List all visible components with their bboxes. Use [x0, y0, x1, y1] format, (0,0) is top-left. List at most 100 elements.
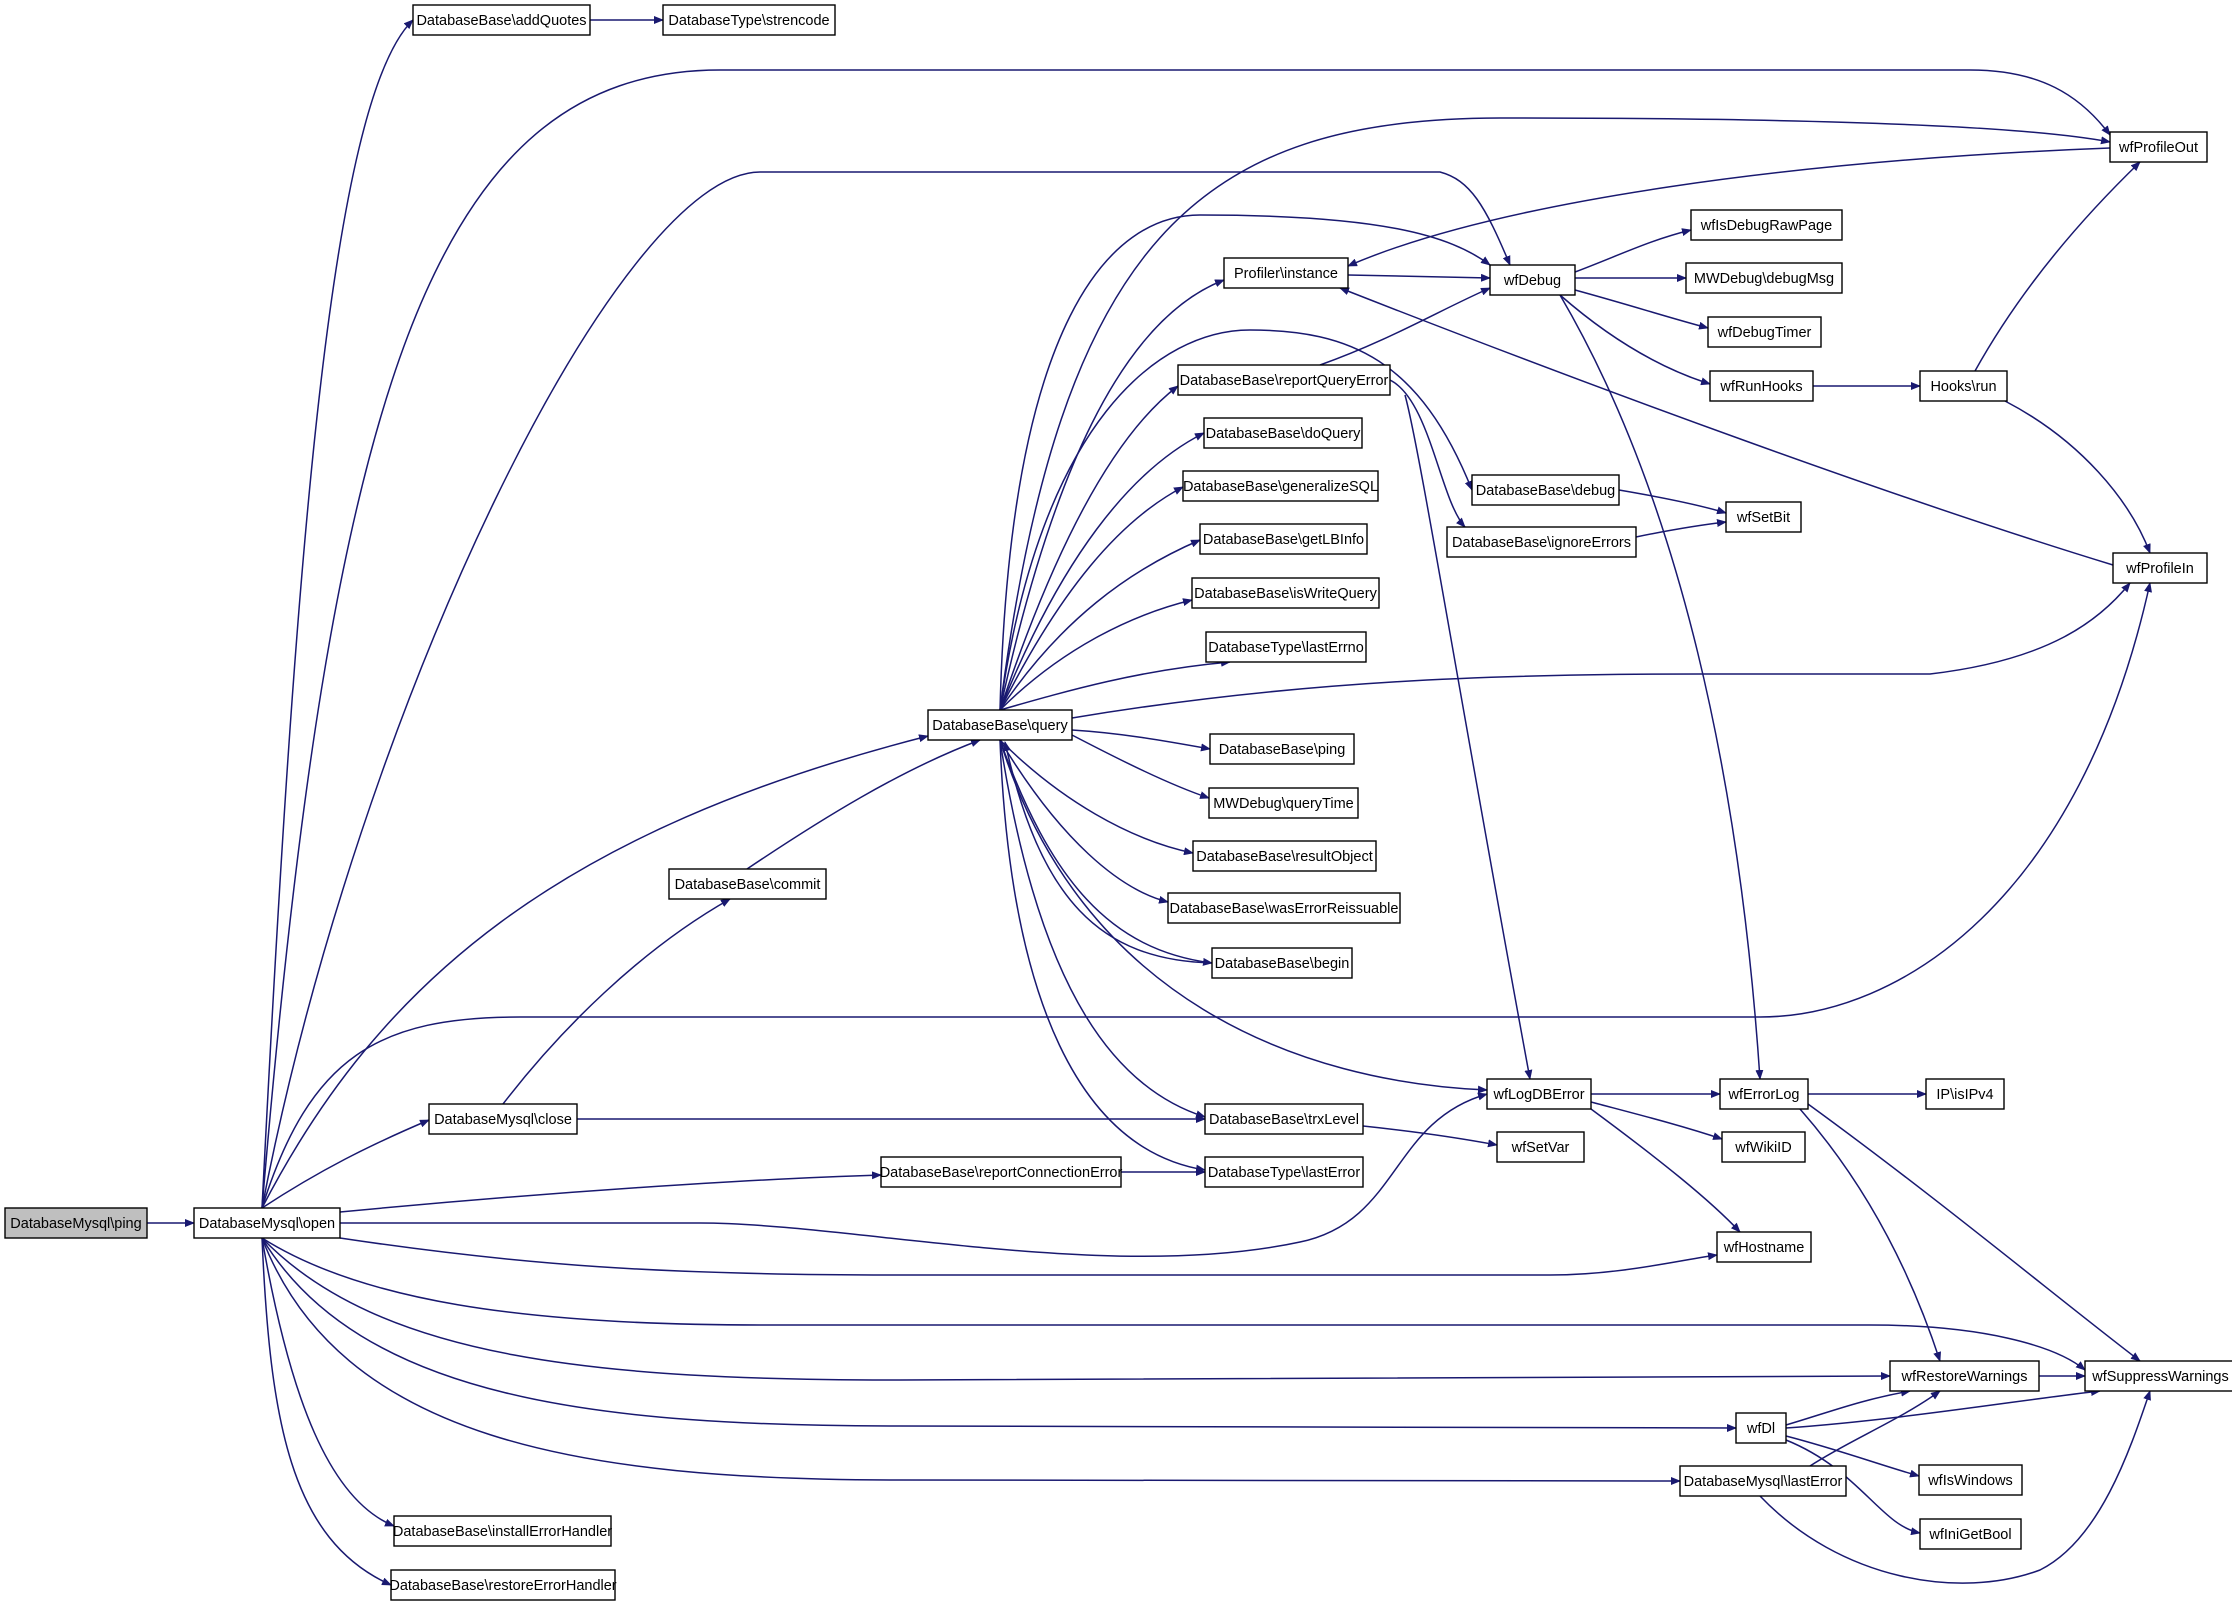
node-trxLevel[interactable]: DatabaseBase\trxLevel — [1204, 1103, 1364, 1135]
node-box — [1211, 947, 1353, 979]
node-wfDebugTimer[interactable]: wfDebugTimer — [1707, 316, 1822, 348]
node-label: MWDebug\debugMsg — [1694, 271, 1834, 287]
node-queryTime[interactable]: MWDebug\queryTime — [1208, 787, 1359, 819]
node-box — [1690, 209, 1843, 241]
edge-close-to-commit — [502, 898, 731, 1105]
edge-query-to-lastErrno — [999, 658, 1231, 711]
node-addQuotes[interactable]: DatabaseBase\addQuotes — [412, 4, 591, 36]
node-label: wfLogDBError — [1492, 1087, 1584, 1103]
node-label: DatabaseType\lastErrno — [1208, 640, 1364, 656]
node-hooksRun[interactable]: Hooks\run — [1919, 370, 2008, 402]
node-wfLogDBError[interactable]: wfLogDBError — [1486, 1078, 1592, 1110]
node-box — [1204, 1156, 1364, 1188]
node-wfHostname[interactable]: wfHostname — [1716, 1231, 1812, 1263]
node-label: DatabaseBase\debug — [1476, 483, 1615, 499]
node-getLBInfo[interactable]: DatabaseBase\getLBInfo — [1199, 523, 1368, 555]
node-wfProfileOut[interactable]: wfProfileOut — [2109, 131, 2208, 163]
edge-mysqlLastError-to-wfSuppressWarnings — [1759, 1390, 2151, 1584]
node-wfSetVar[interactable]: wfSetVar — [1496, 1131, 1585, 1163]
node-label: wfSetVar — [1511, 1140, 1570, 1156]
node-label: Hooks\run — [1930, 379, 1996, 395]
node-wfWikiID[interactable]: wfWikiID — [1721, 1131, 1806, 1163]
node-open[interactable]: DatabaseMysql\open — [193, 1207, 341, 1239]
edge-open-to-query — [261, 734, 929, 1209]
edge-query-to-dbDebug — [999, 329, 1473, 711]
node-label: DatabaseType\lastError — [1208, 1165, 1360, 1181]
edge-wfDebug-to-wfErrorLog — [1559, 294, 1764, 1080]
node-strencode[interactable]: DatabaseType\strencode — [662, 4, 836, 36]
edge-wfProfileIn-to-profiler — [1339, 287, 2114, 566]
node-dbPing[interactable]: DatabaseBase\ping — [1209, 733, 1355, 765]
node-label: DatabaseBase\wasErrorReissuable — [1170, 901, 1399, 917]
edge-layer — [147, 16, 2152, 1586]
node-label: DatabaseMysql\open — [199, 1216, 335, 1232]
node-label: DatabaseBase\reportConnectionError — [880, 1165, 1123, 1181]
node-wfIniGetBool[interactable]: wfIniGetBool — [1919, 1518, 2022, 1550]
node-box — [1707, 316, 1822, 348]
node-label: DatabaseBase\ignoreErrors — [1452, 535, 1631, 551]
node-label: wfWikiID — [1734, 1140, 1791, 1156]
node-query[interactable]: DatabaseBase\query — [927, 709, 1073, 741]
node-reportConnectionError[interactable]: DatabaseBase\reportConnectionError — [880, 1156, 1123, 1188]
node-wfIsWindows[interactable]: wfIsWindows — [1918, 1464, 2023, 1496]
node-debugMsg[interactable]: MWDebug\debugMsg — [1685, 262, 1843, 294]
node-restoreErrorHandler[interactable]: DatabaseBase\restoreErrorHandler — [389, 1569, 617, 1601]
node-lastErrno[interactable]: DatabaseType\lastErrno — [1205, 631, 1367, 663]
node-label: DatabaseBase\reportQueryError — [1180, 373, 1389, 389]
node-box — [1471, 474, 1620, 506]
node-begin[interactable]: DatabaseBase\begin — [1211, 947, 1353, 979]
node-ping[interactable]: DatabaseMysql\ping — [4, 1207, 148, 1239]
node-commit[interactable]: DatabaseBase\commit — [668, 868, 827, 900]
node-isWriteQuery[interactable]: DatabaseBase\isWriteQuery — [1191, 577, 1380, 609]
node-isIPv4[interactable]: IP\isIPv4 — [1925, 1078, 2005, 1110]
node-profiler[interactable]: Profiler\instance — [1223, 257, 1349, 289]
node-label: wfDebugTimer — [1717, 325, 1812, 341]
node-dbDebug[interactable]: DatabaseBase\debug — [1471, 474, 1620, 506]
edge-query-to-queryTime — [1071, 734, 1210, 799]
edge-query-to-resultObject — [999, 739, 1194, 856]
edge-wfProfileOut-to-profiler — [1347, 147, 2111, 267]
node-box — [428, 1103, 578, 1135]
edge-query-to-trxLevel — [999, 739, 1206, 1119]
node-wasErrorReissuable[interactable]: DatabaseBase\wasErrorReissuable — [1167, 892, 1401, 924]
node-resultObject[interactable]: DatabaseBase\resultObject — [1192, 840, 1377, 872]
node-doQuery[interactable]: DatabaseBase\doQuery — [1203, 417, 1363, 449]
node-wfProfileIn[interactable]: wfProfileIn — [2112, 552, 2208, 584]
node-lastError[interactable]: DatabaseType\lastError — [1204, 1156, 1364, 1188]
edge-mysqlLastError-to-wfRestoreWarnings — [1809, 1390, 1941, 1467]
node-wfDl[interactable]: wfDl — [1735, 1412, 1787, 1444]
node-box — [1709, 370, 1814, 402]
node-box — [1199, 523, 1368, 555]
node-wfSuppressWarnings[interactable]: wfSuppressWarnings — [2084, 1360, 2232, 1392]
node-ignoreErrors[interactable]: DatabaseBase\ignoreErrors — [1446, 526, 1637, 558]
node-label: DatabaseBase\addQuotes — [416, 13, 586, 29]
node-wfIsDebugRawPage[interactable]: wfIsDebugRawPage — [1690, 209, 1843, 241]
node-wfSetBit[interactable]: wfSetBit — [1725, 501, 1802, 533]
node-box — [1725, 501, 1802, 533]
node-wfErrorLog[interactable]: wfErrorLog — [1719, 1078, 1809, 1110]
edge-open-to-wfSuppressWarnings — [261, 1237, 2086, 1371]
node-box — [1489, 264, 1576, 296]
edge-begin-to-query — [1003, 741, 1213, 964]
node-label: DatabaseBase\installErrorHandler — [393, 1524, 612, 1540]
edge-wfDl-to-wfSuppressWarnings — [1785, 1388, 2101, 1429]
edge-open-to-addQuotes — [261, 19, 414, 1209]
node-close[interactable]: DatabaseMysql\close — [428, 1103, 578, 1135]
node-mysqlLastError[interactable]: DatabaseMysql\lastError — [1679, 1465, 1847, 1497]
node-box — [668, 868, 827, 900]
node-reportQueryError[interactable]: DatabaseBase\reportQueryError — [1177, 364, 1391, 396]
edge-open-to-mysqlLastError — [261, 1237, 1681, 1485]
node-box — [1191, 577, 1380, 609]
node-wfRestoreWarnings[interactable]: wfRestoreWarnings — [1889, 1360, 2040, 1392]
node-wfDebug[interactable]: wfDebug — [1489, 264, 1576, 296]
node-box — [412, 4, 591, 36]
node-generalizeSQL[interactable]: DatabaseBase\generalizeSQL — [1182, 470, 1379, 502]
node-wfRunHooks[interactable]: wfRunHooks — [1709, 370, 1814, 402]
node-box — [1446, 526, 1637, 558]
edge-query-to-profiler — [999, 279, 1225, 711]
edge-wfLogDBError-to-wfWikiID — [1590, 1101, 1723, 1140]
node-installErrorHandler[interactable]: DatabaseBase\installErrorHandler — [393, 1515, 612, 1547]
node-label: DatabaseBase\restoreErrorHandler — [389, 1578, 616, 1594]
node-box — [1203, 417, 1363, 449]
